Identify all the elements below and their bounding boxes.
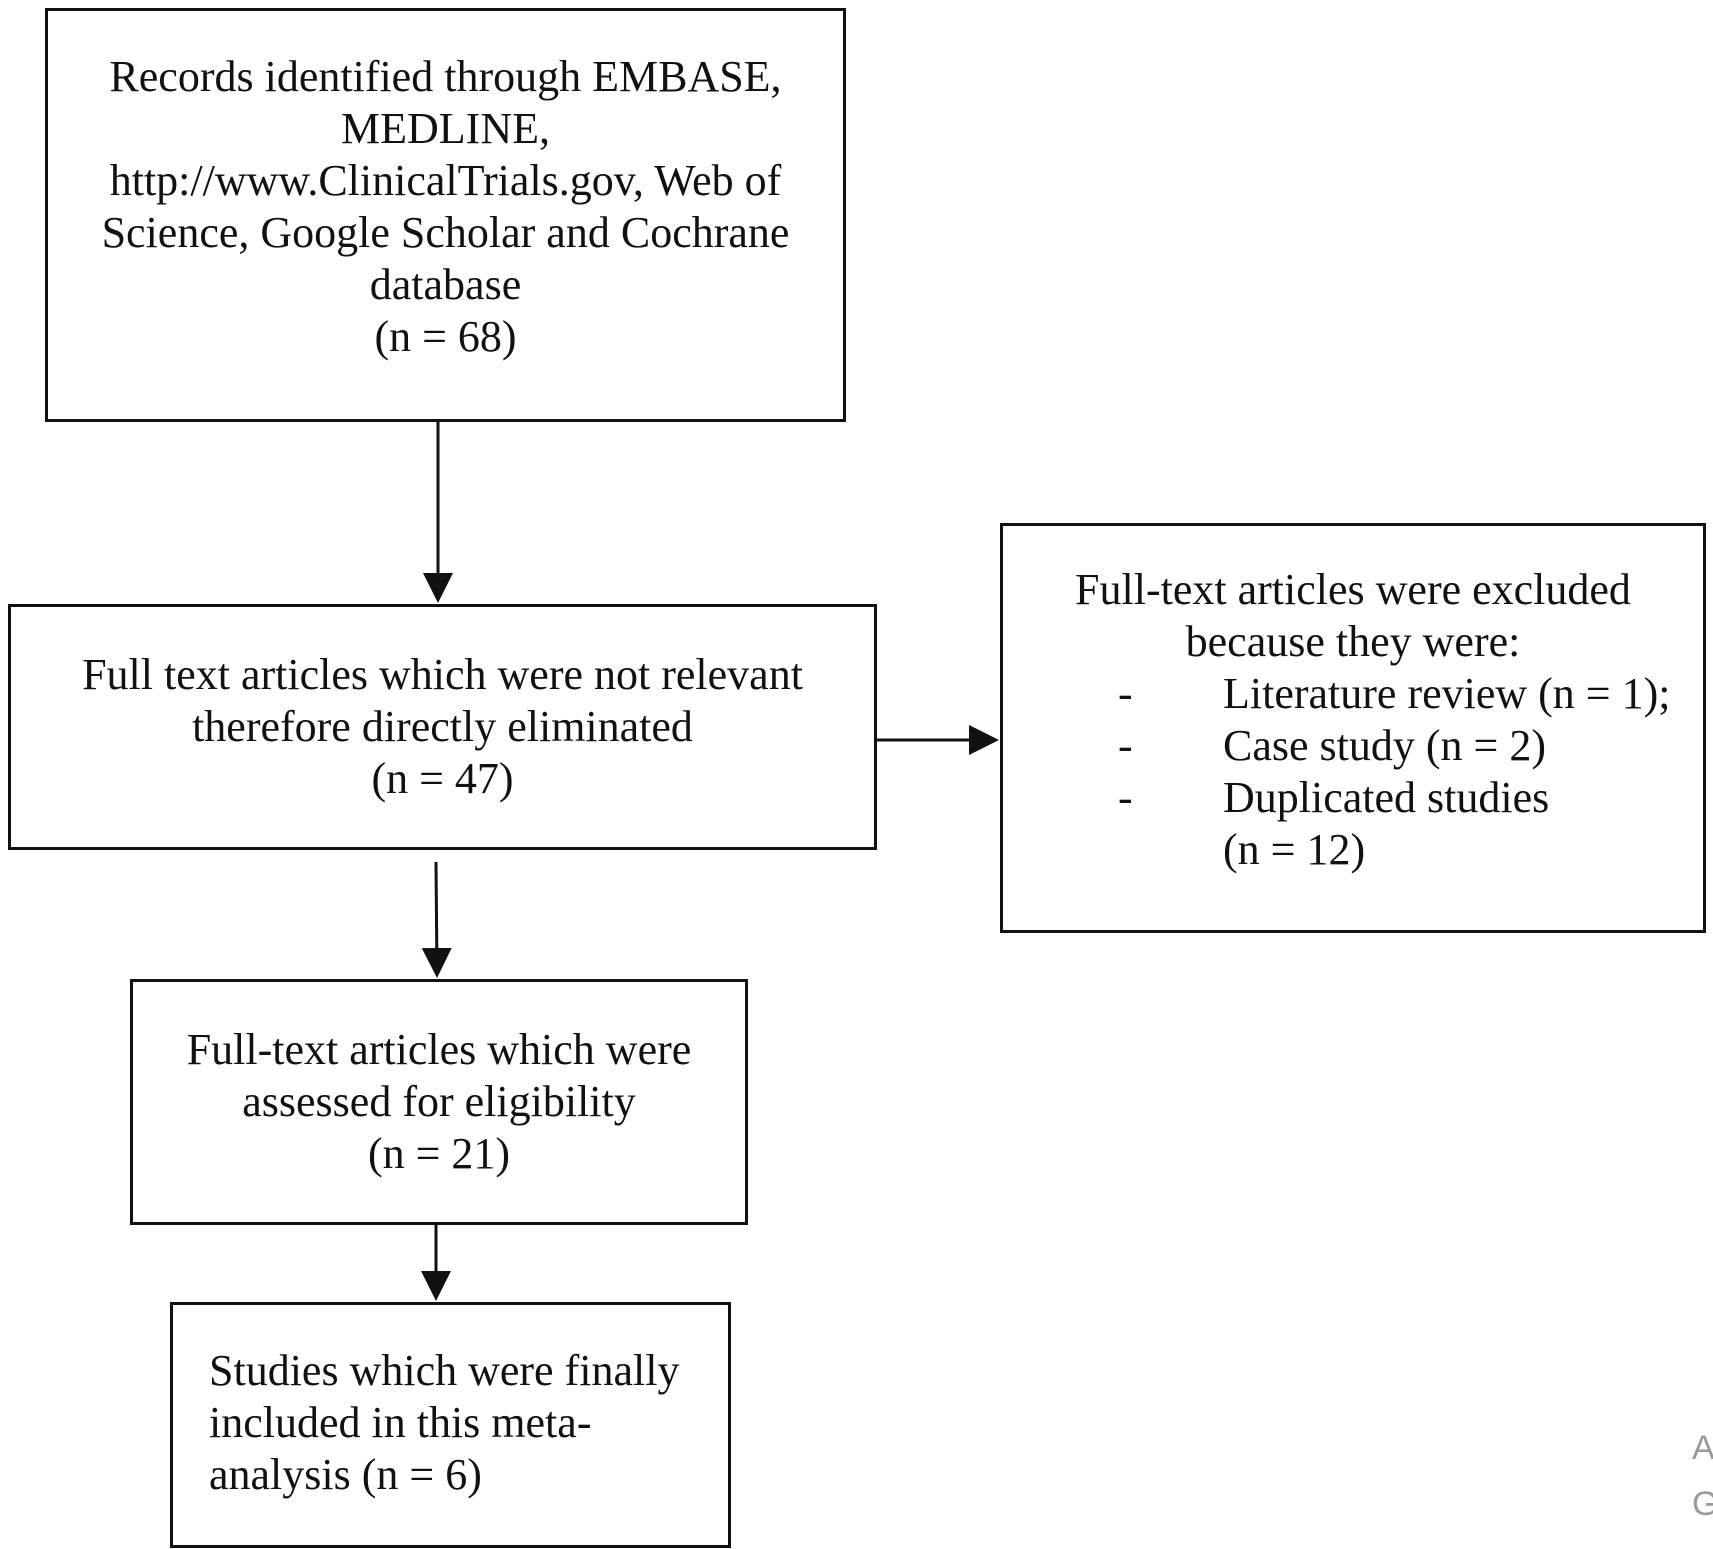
assessed-line-1: Full-text articles which were xyxy=(186,1025,692,1074)
included-line-2: included in this meta- xyxy=(209,1398,592,1447)
excluded-reason-text: Case study (n = 2) xyxy=(1223,721,1546,770)
records-line-2: MEDLINE, xyxy=(341,104,550,153)
included-line-1: Studies which were finally xyxy=(209,1346,680,1395)
records-line-1: Records identified through EMBASE, xyxy=(109,52,782,101)
excluded-reason-text: Literature review (n = 1); xyxy=(1223,669,1671,718)
assessed-count: (n = 21) xyxy=(367,1129,511,1178)
excluded-heading: Full-text articles were excluded because… xyxy=(1053,564,1653,668)
bullet-dash: - xyxy=(1118,773,1133,822)
excluded-reason-case-study: - Case study (n = 2) xyxy=(1053,720,1703,772)
records-line-5: database xyxy=(369,260,522,309)
excluded-heading-line-1: Full-text articles were excluded xyxy=(1075,565,1631,614)
corner-watermark: A G xyxy=(1692,1420,1713,1532)
excluded-reason-literature-review: - Literature review (n = 1); xyxy=(1053,668,1703,720)
assessed-eligibility-box: Full-text articles which were assessed f… xyxy=(130,979,748,1225)
excluded-reason-duplicated: - Duplicated studies xyxy=(1053,772,1703,824)
corner-mark-g: G xyxy=(1692,1485,1713,1523)
excluded-duplicated-count: (n = 12) xyxy=(1223,825,1366,874)
not-relevant-line-2: therefore directly eliminated xyxy=(192,702,693,751)
included-studies-box: Studies which were finally included in t… xyxy=(170,1302,731,1548)
excluded-box: Full-text articles were excluded because… xyxy=(1000,523,1706,933)
assessed-line-2: assessed for eligibility xyxy=(242,1077,636,1126)
bullet-dash: - xyxy=(1118,669,1133,718)
arrow-not-relevant-to-assessed xyxy=(421,861,452,978)
not-relevant-line-1: Full text articles which were not releva… xyxy=(82,650,803,699)
records-identified-box: Records identified through EMBASE, MEDLI… xyxy=(45,8,846,422)
records-line-4: Science, Google Scholar and Cochrane xyxy=(101,208,790,257)
not-relevant-box: Full text articles which were not releva… xyxy=(8,604,877,850)
excluded-reason-text: Duplicated studies xyxy=(1223,773,1550,822)
corner-mark-a: A xyxy=(1692,1429,1713,1467)
records-line-3: http://www.ClinicalTrials.gov, Web of xyxy=(109,156,782,205)
included-line-3: analysis (n = 6) xyxy=(209,1450,482,1499)
not-relevant-count: (n = 47) xyxy=(371,754,514,803)
excluded-heading-line-2: because they were: xyxy=(1185,617,1521,666)
records-count: (n = 68) xyxy=(374,312,517,361)
bullet-dash: - xyxy=(1118,721,1133,770)
